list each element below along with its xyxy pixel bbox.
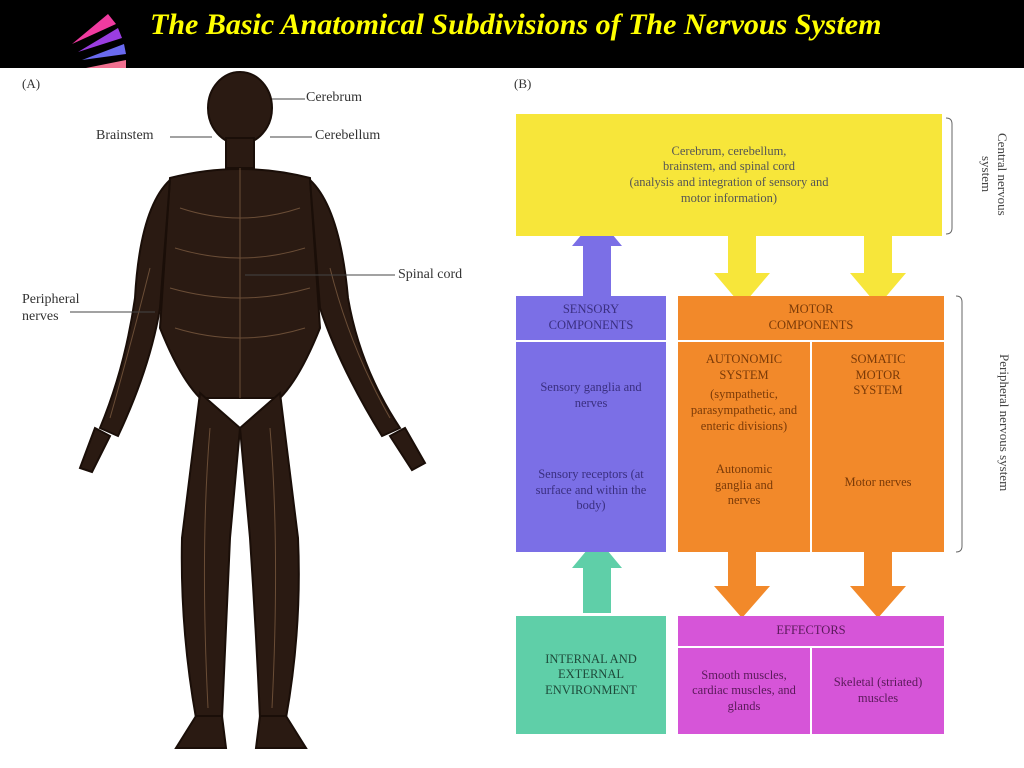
label-peripheral-nerves: Peripheral nerves <box>22 292 80 324</box>
autonomic-title: AUTONOMIC SYSTEM <box>705 352 783 382</box>
skeletal-muscles-box: Skeletal (striated) muscles <box>812 648 944 734</box>
human-nervous-system-figure <box>70 71 427 749</box>
autonomic-box: AUTONOMIC SYSTEM (sympathetic, parasympa… <box>678 342 810 552</box>
cns-line-3: (analysis and integration of sensory and <box>629 175 829 189</box>
sensory-body: Sensory ganglia and nerves Sensory recep… <box>516 342 666 552</box>
cns-box: Cerebrum, cerebellum, brainstem, and spi… <box>516 114 942 236</box>
label-cerebrum: Cerebrum <box>306 90 362 105</box>
motor-header: MOTOR COMPONENTS <box>678 296 944 340</box>
autonomic-desc: (sympathetic, parasympathetic, and enter… <box>690 387 798 433</box>
cns-line-1: Cerebrum, cerebellum, <box>671 143 787 158</box>
label-cerebellum: Cerebellum <box>315 128 381 143</box>
somatic-title: SOMATIC MOTOR SYSTEM <box>850 352 906 398</box>
somatic-box: SOMATIC MOTOR SYSTEM Motor nerves <box>812 342 944 552</box>
effectors-header: EFFECTORS <box>678 616 944 646</box>
flow-arrows <box>572 117 963 618</box>
figure-panel: (A) <box>0 68 1024 768</box>
sensory-receptors-text: Sensory receptors (at surface and within… <box>535 467 647 513</box>
motor-nerves-text: Motor nerves <box>844 474 912 489</box>
pns-side-label: Peripheral nervous system <box>997 354 1012 492</box>
fan-logo-icon <box>72 14 126 68</box>
panel-b-tag: (B) <box>514 76 532 91</box>
cns-line-4: motor information) <box>680 190 778 205</box>
slide-header: The Basic Anatomical Subdivisions of The… <box>0 0 1024 68</box>
sensory-header: SENSORY COMPONENTS <box>516 296 666 340</box>
environment-box: INTERNAL AND EXTERNAL ENVIRONMENT <box>516 616 666 734</box>
cns-side-label: Central nervous system <box>979 132 1010 216</box>
sensory-ganglia-text: Sensory ganglia and nerves <box>540 379 642 410</box>
label-spinal-cord: Spinal cord <box>398 267 463 282</box>
panel-b: (B) Cerebrum, cerebellum, brainstem, and… <box>500 68 1024 768</box>
slide-title: The Basic Anatomical Subdivisions of The… <box>150 8 882 41</box>
panel-a: (A) <box>0 68 500 768</box>
smooth-muscles-box: Smooth muscles, cardiac muscles, and gla… <box>678 648 810 734</box>
label-brainstem: Brainstem <box>96 128 154 143</box>
cns-line-2: brainstem, and spinal cord <box>663 159 795 174</box>
autonomic-ganglia-text: Autonomic ganglia and nerves <box>715 462 773 508</box>
panel-a-tag: (A) <box>22 76 41 91</box>
